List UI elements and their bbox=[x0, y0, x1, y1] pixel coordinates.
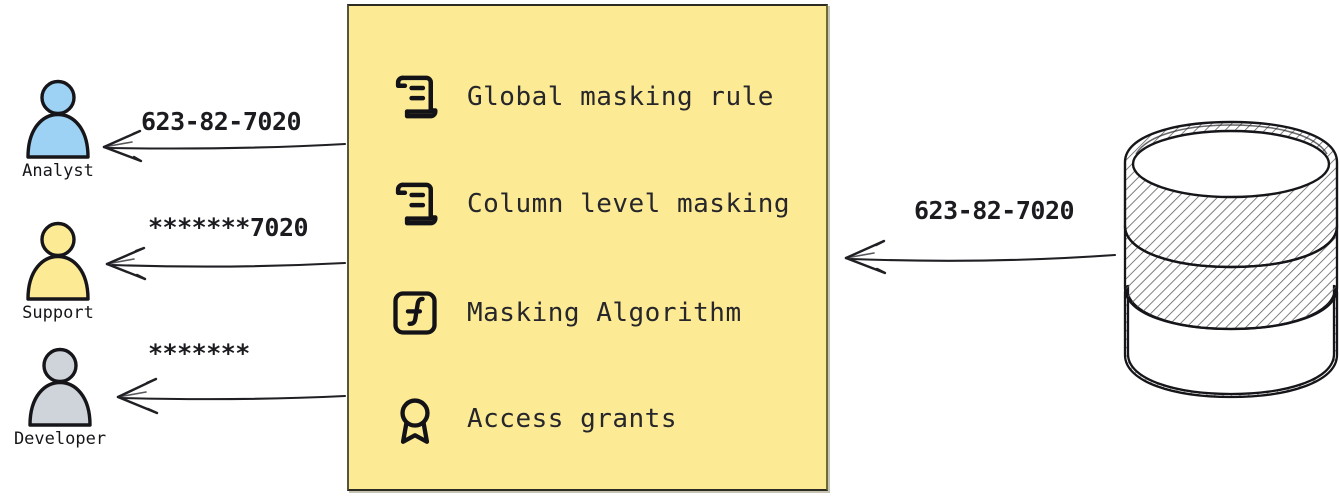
arrow-to-support bbox=[105, 246, 347, 281]
actor-analyst[interactable]: Analyst bbox=[0, 78, 118, 181]
person-icon bbox=[19, 78, 97, 160]
scroll-icon bbox=[385, 67, 445, 127]
actor-support[interactable]: Support bbox=[0, 220, 118, 323]
arrow-from-database bbox=[844, 239, 1117, 275]
actor-label-support: Support bbox=[22, 303, 94, 323]
policy-item-masking-algorithm[interactable]: Masking Algorithm bbox=[385, 282, 742, 344]
function-square-icon bbox=[385, 283, 445, 343]
actor-label-analyst: Analyst bbox=[22, 161, 94, 181]
policy-item-access-grants[interactable]: Access grants bbox=[385, 388, 677, 450]
actor-label-developer: Developer bbox=[13, 429, 107, 449]
policy-item-label: Global masking rule bbox=[467, 82, 774, 112]
database-ring-top bbox=[1123, 120, 1339, 269]
actor-developer[interactable]: Developer bbox=[0, 346, 120, 449]
policy-panel: Global masking rule Column level masking bbox=[347, 4, 828, 491]
policy-item-label: Masking Algorithm bbox=[467, 298, 742, 328]
award-icon bbox=[385, 389, 445, 449]
flow-label-analyst: 623-82-7020 bbox=[141, 107, 302, 136]
arrow-to-developer bbox=[116, 377, 347, 415]
policy-item-global-masking-rule[interactable]: Global masking rule bbox=[385, 66, 774, 128]
database-icon[interactable] bbox=[1118, 118, 1340, 402]
flow-label-database: 623-82-7020 bbox=[914, 196, 1075, 225]
policy-item-label: Column level masking bbox=[467, 189, 791, 219]
scroll-icon bbox=[385, 174, 445, 234]
flow-label-developer: ******* bbox=[148, 339, 250, 368]
policy-item-column-level-masking[interactable]: Column level masking bbox=[385, 173, 790, 235]
policy-item-label: Access grants bbox=[467, 404, 677, 434]
person-icon bbox=[19, 220, 97, 302]
person-icon bbox=[21, 346, 99, 428]
flow-label-support: *******7020 bbox=[148, 213, 309, 242]
